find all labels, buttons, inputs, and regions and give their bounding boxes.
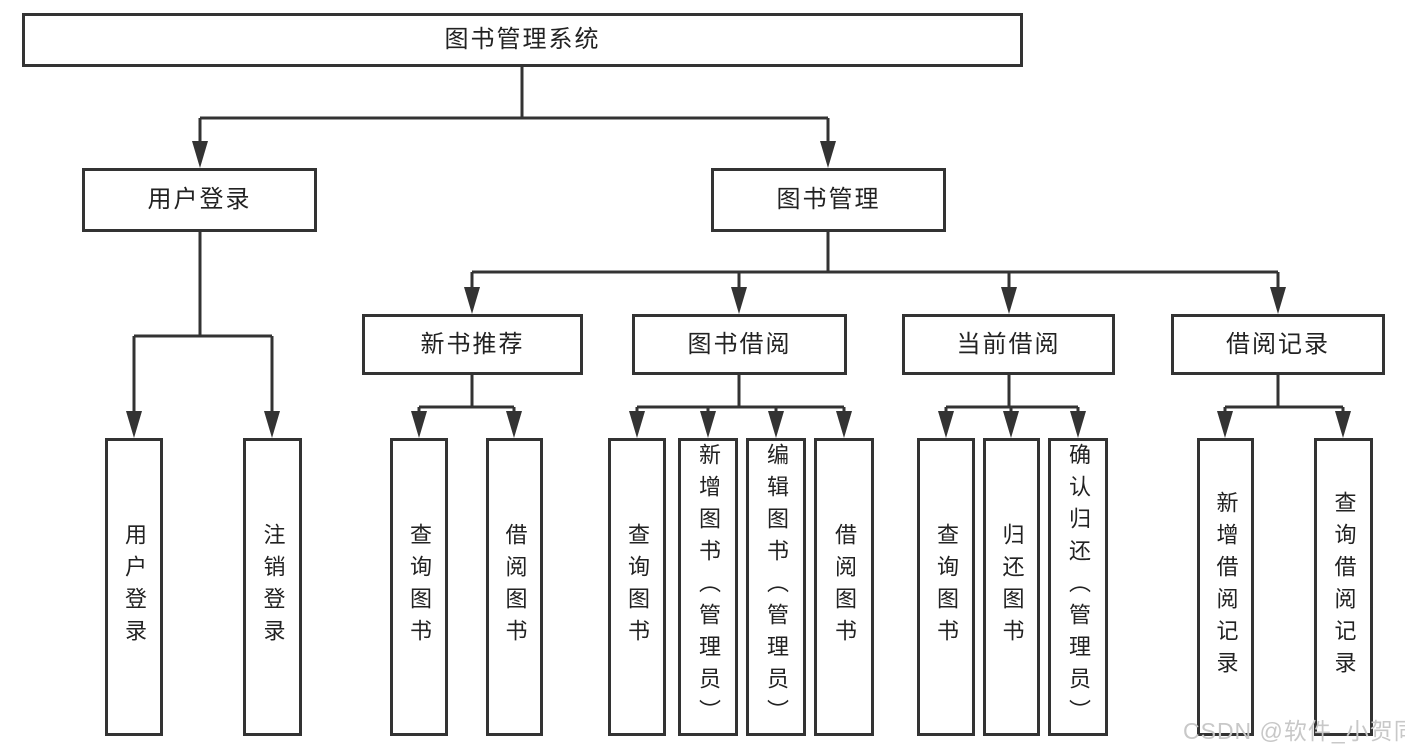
node-book-management-label: 图书管理 (776, 186, 881, 213)
node-leaf-cb-confirm-return-admin: 确认归还（管理员） (1048, 438, 1108, 736)
arrowhead-icon (700, 411, 716, 438)
node-leaf-logout-label: 注销登录 (260, 523, 286, 651)
node-leaf-br-add-record: 新增借阅记录 (1197, 438, 1254, 736)
node-book-borrowing: 图书借阅 (632, 314, 847, 375)
node-book-borrowing-label: 图书借阅 (687, 330, 792, 358)
node-leaf-nb-query-books-label: 查询图书 (407, 523, 432, 651)
connector-user-login (126, 232, 280, 438)
connector-book-borrowing (629, 375, 852, 438)
arrowhead-icon (629, 411, 645, 438)
arrowhead-icon (506, 411, 522, 438)
arrowhead-icon (836, 411, 852, 438)
arrowhead-icon (411, 411, 427, 438)
node-borrowing-records-label: 借阅记录 (1226, 330, 1330, 358)
node-leaf-br-query-record-label: 查询借阅记录 (1331, 491, 1357, 683)
connector-borrowing-records (1217, 375, 1351, 438)
node-leaf-nb-borrow-books-label: 借阅图书 (502, 523, 528, 651)
arrowhead-icon (1217, 411, 1233, 438)
node-book-management: 图书管理 (711, 168, 946, 232)
node-leaf-cb-return-books: 归还图书 (983, 438, 1040, 736)
arrowhead-icon (1001, 287, 1017, 314)
connector-current-borrowing (938, 375, 1086, 438)
arrowhead-icon (1270, 287, 1286, 314)
node-leaf-bb-edit-books-admin-label: 编辑图书（管理员） (764, 443, 789, 731)
watermark: CSDN @软件_小贺同学 (1183, 718, 1405, 744)
connector-root (192, 67, 836, 168)
node-new-book-recommend: 新书推荐 (362, 314, 583, 375)
arrowhead-icon (1335, 411, 1351, 438)
arrowhead-icon (192, 141, 208, 168)
node-leaf-cb-confirm-return-admin-label: 确认归还（管理员） (1066, 443, 1091, 731)
arrowhead-icon (126, 411, 142, 438)
node-root-label: 图书管理系统 (444, 26, 601, 53)
node-leaf-br-add-record-label: 新增借阅记录 (1213, 491, 1239, 683)
node-borrowing-records: 借阅记录 (1171, 314, 1385, 375)
node-current-borrowing-label: 当前借阅 (956, 330, 1061, 358)
node-leaf-user-login: 用户登录 (105, 438, 163, 736)
connector-new-book-recommend (411, 375, 522, 438)
arrowhead-icon (464, 287, 480, 314)
arrowhead-icon (1070, 411, 1086, 438)
arrowhead-icon (731, 287, 747, 314)
node-leaf-logout: 注销登录 (243, 438, 302, 736)
node-user-login-label: 用户登录 (147, 186, 252, 213)
node-new-book-recommend-label: 新书推荐 (420, 330, 525, 358)
node-leaf-bb-add-books-admin: 新增图书（管理员） (678, 438, 738, 736)
node-leaf-bb-borrow-books: 借阅图书 (814, 438, 874, 736)
arrowhead-icon (1003, 411, 1019, 438)
node-leaf-bb-query-books: 查询图书 (608, 438, 666, 736)
node-leaf-bb-add-books-admin-label: 新增图书（管理员） (696, 443, 721, 731)
arrowhead-icon (768, 411, 784, 438)
node-root: 图书管理系统 (22, 13, 1023, 67)
node-leaf-bb-query-books-label: 查询图书 (625, 523, 650, 651)
node-leaf-nb-borrow-books: 借阅图书 (486, 438, 543, 736)
node-leaf-bb-borrow-books-label: 借阅图书 (832, 523, 857, 651)
node-leaf-user-login-label: 用户登录 (122, 523, 147, 651)
node-leaf-cb-return-books-label: 归还图书 (999, 523, 1025, 651)
node-user-login: 用户登录 (82, 168, 317, 232)
arrowhead-icon (820, 141, 836, 168)
node-leaf-nb-query-books: 查询图书 (390, 438, 448, 736)
arrowhead-icon (938, 411, 954, 438)
node-leaf-br-query-record: 查询借阅记录 (1314, 438, 1373, 736)
node-current-borrowing: 当前借阅 (902, 314, 1115, 375)
node-leaf-cb-query-books: 查询图书 (917, 438, 975, 736)
connector-book-management (464, 232, 1286, 314)
node-leaf-bb-edit-books-admin: 编辑图书（管理员） (746, 438, 806, 736)
arrowhead-icon (264, 411, 280, 438)
node-leaf-cb-query-books-label: 查询图书 (934, 523, 959, 651)
